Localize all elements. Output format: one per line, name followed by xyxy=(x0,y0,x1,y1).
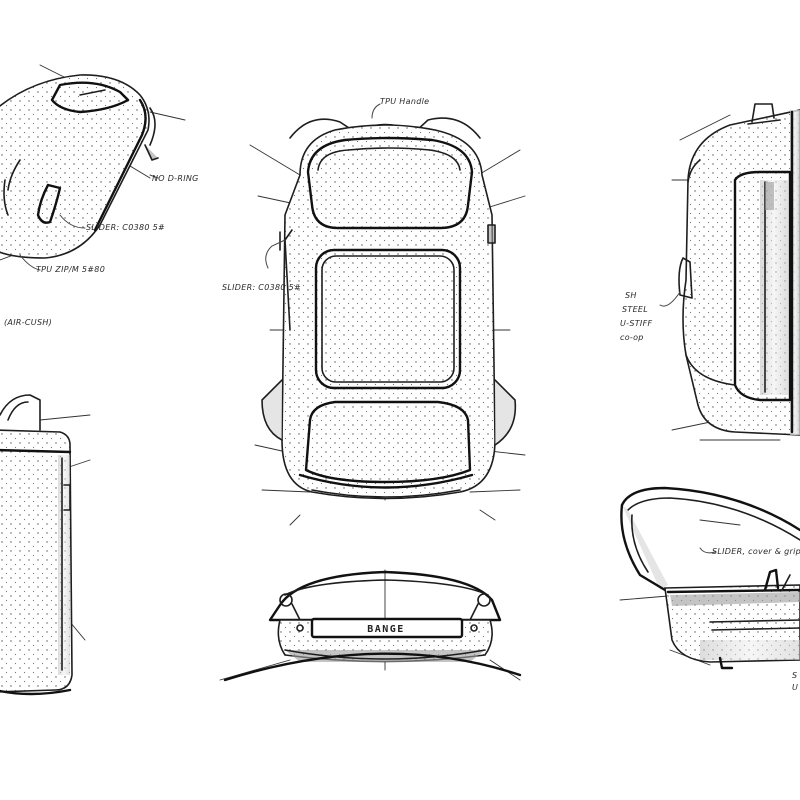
top-handle-annotation: TPU Handle xyxy=(380,97,429,106)
steel-note-4: co-op xyxy=(620,333,644,342)
slider-right-annotation: SLIDER, cover & grip xyxy=(712,547,800,556)
steel-note-1: SH xyxy=(625,291,637,300)
bottom-left-note: (AIR-CUSH) xyxy=(4,318,52,327)
steel-note-2: STEEL xyxy=(622,305,648,314)
backpack-side-partial-sketch xyxy=(0,394,91,696)
backpack-front-view-sketch: TPU Handle SLIDER: C0380 5# xyxy=(222,97,526,526)
zip-detail-annotation: NO D-RING xyxy=(152,174,199,183)
slider-front-annotation: SLIDER: C0380 5# xyxy=(222,283,301,292)
steel-note-3: U-STIFF xyxy=(620,319,652,328)
backpack-top-perspective-sketch: NO D-RING SLIDER: C0380 5# TPU ZIP/M 5#8… xyxy=(0,64,199,327)
backpack-side-view-sketch: SH STEEL U-STIFF co-op xyxy=(620,103,800,441)
backpack-open-view-sketch: SLIDER, cover & grip S U xyxy=(619,486,800,692)
right-edge-note: S xyxy=(792,671,797,680)
zipper-spec-annotation: TPU ZIP/M 5#80 xyxy=(36,265,105,274)
right-edge-note-2: U xyxy=(792,683,798,692)
brand-label: BANGE xyxy=(367,624,405,635)
slider-top-left-annotation: SLIDER: C0380 5# xyxy=(86,223,165,232)
backpack-bottom-view-sketch: BANGE xyxy=(219,569,522,682)
